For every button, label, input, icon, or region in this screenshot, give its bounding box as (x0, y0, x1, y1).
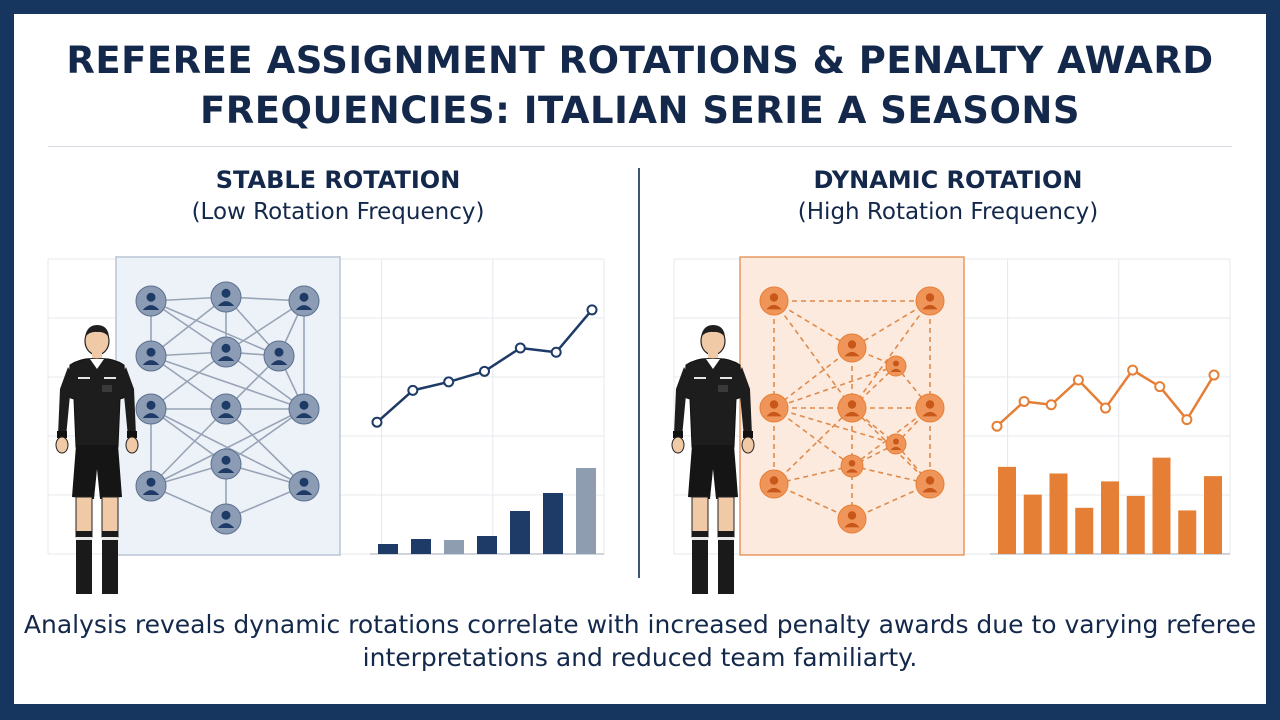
dynamic-rotation-heading-block: DYNAMIC ROTATION (High Rotation Frequenc… (668, 164, 1228, 228)
stable-penalty-bar (477, 536, 497, 554)
dynamic-trend-line (996, 368, 1216, 428)
stable-referee-node-1 (135, 285, 167, 317)
stable-rotation-subheading: (Low Rotation Frequency) (191, 199, 485, 225)
dynamic-referee-node-1 (759, 286, 789, 316)
analysis-caption: Analysis reveals dynamic rotations corre… (23, 610, 1257, 672)
stable-network-edge (225, 408, 305, 465)
stable-referee-node-9 (288, 393, 320, 425)
dynamic-trend-point (991, 420, 1003, 432)
dynamic-network-edge (773, 300, 853, 349)
dynamic-penalty-bar (1204, 476, 1222, 554)
dynamic-network-edge (851, 300, 931, 349)
stable-trend-point (371, 416, 383, 428)
stable-referee-node-6 (263, 340, 295, 372)
dynamic-penalty-bar (1075, 507, 1094, 554)
stable-network-edge (225, 408, 305, 487)
dynamic-rotation-illustration (671, 256, 1231, 594)
stable-penalty-bar (543, 493, 563, 554)
stable-penalty-bar (576, 468, 596, 554)
dynamic-rotation-subheading: (High Rotation Frequency) (797, 199, 1099, 225)
dynamic-referee-node-11 (915, 469, 945, 499)
dynamic-referee-node-3 (837, 333, 867, 363)
stable-network-edge (225, 300, 305, 353)
stable-penalty-bar (510, 511, 530, 554)
stable-network-edge (225, 351, 305, 410)
dynamic-network-edge (773, 407, 853, 467)
dynamic-referee-node-12 (837, 504, 867, 534)
stable-network-edge (150, 408, 227, 487)
dynamic-network-edge (773, 407, 897, 445)
dynamic-network-edge (773, 347, 853, 409)
dynamic-referee-node-4 (885, 355, 907, 377)
illustration-canvas (47, 256, 1231, 594)
dynamic-network-edge (773, 407, 853, 485)
stable-penalty-bar (411, 539, 431, 554)
dynamic-trend-point (1018, 395, 1030, 407)
dynamic-trend-point (1154, 381, 1166, 393)
stable-trend-point (514, 342, 526, 354)
dynamic-referee-node-9 (840, 454, 864, 478)
dynamic-trend-point (1072, 374, 1084, 386)
dynamic-referee-node-8 (885, 433, 907, 455)
stable-rotation-heading: STABLE ROTATION (215, 166, 461, 194)
dynamic-referee-node-10 (759, 469, 789, 499)
stable-referee-node-13 (210, 503, 242, 535)
stable-penalty-bar (378, 544, 398, 554)
dynamic-network-edge (851, 300, 931, 409)
dynamic-penalty-bar (1023, 494, 1042, 554)
stable-referee-node-5 (210, 336, 242, 368)
stable-network-edge (150, 408, 305, 487)
title-divider (48, 146, 1232, 147)
stable-trend-point (443, 376, 455, 388)
stable-referee-node-2 (210, 281, 242, 313)
dynamic-referee-node-7 (915, 393, 945, 423)
dynamic-penalty-bar (1126, 495, 1145, 554)
stable-referee-node-3 (288, 285, 320, 317)
stable-referee-node-12 (288, 470, 320, 502)
stable-referee-node-7 (135, 393, 167, 425)
dynamic-trend-point (1100, 402, 1111, 414)
stable-penalty-bar (444, 540, 464, 554)
infographic-title: REFEREE ASSIGNMENT ROTATIONS & PENALTY A… (66, 39, 1214, 132)
dynamic-trend-point (1208, 369, 1220, 381)
stable-trend-point (479, 365, 490, 377)
stable-rotation-heading-block: STABLE ROTATION (Low Rotation Frequency) (58, 164, 618, 228)
dynamic-penalty-bar (1049, 473, 1068, 554)
stable-network-edge (150, 300, 280, 357)
dynamic-network-edge (773, 365, 897, 409)
stable-network-edge (150, 355, 305, 410)
stable-network-edge (150, 296, 227, 357)
dynamic-trend-point (1181, 414, 1193, 426)
dynamic-penalty-bar (1152, 457, 1171, 554)
stable-trend-point (586, 304, 598, 316)
infographic-frame: REFEREE ASSIGNMENT ROTATIONS & PENALTY A… (14, 14, 1266, 704)
stable-rotation-illustration (47, 256, 605, 594)
stable-referee-node-10 (210, 448, 242, 480)
dynamic-referee-node-5 (759, 393, 789, 423)
stable-network-edge (150, 351, 227, 410)
dynamic-trend-point (1045, 399, 1057, 411)
dynamic-penalty-bar (1178, 510, 1197, 554)
stable-trend-point (407, 384, 419, 396)
stable-referee-node-8 (210, 393, 242, 425)
stable-trend-point (550, 346, 562, 358)
dynamic-penalty-bar (1101, 481, 1119, 554)
dynamic-penalty-bar (998, 466, 1016, 554)
dynamic-trend-point (1127, 364, 1139, 376)
dynamic-network-edge (773, 300, 853, 409)
dynamic-rotation-heading: DYNAMIC ROTATION (813, 166, 1083, 194)
dynamic-referee-node-2 (915, 286, 945, 316)
stable-referee-node-11 (135, 470, 167, 502)
stable-referee-node-4 (135, 340, 167, 372)
panel-divider (638, 168, 640, 578)
dynamic-referee-node-6 (837, 393, 867, 423)
